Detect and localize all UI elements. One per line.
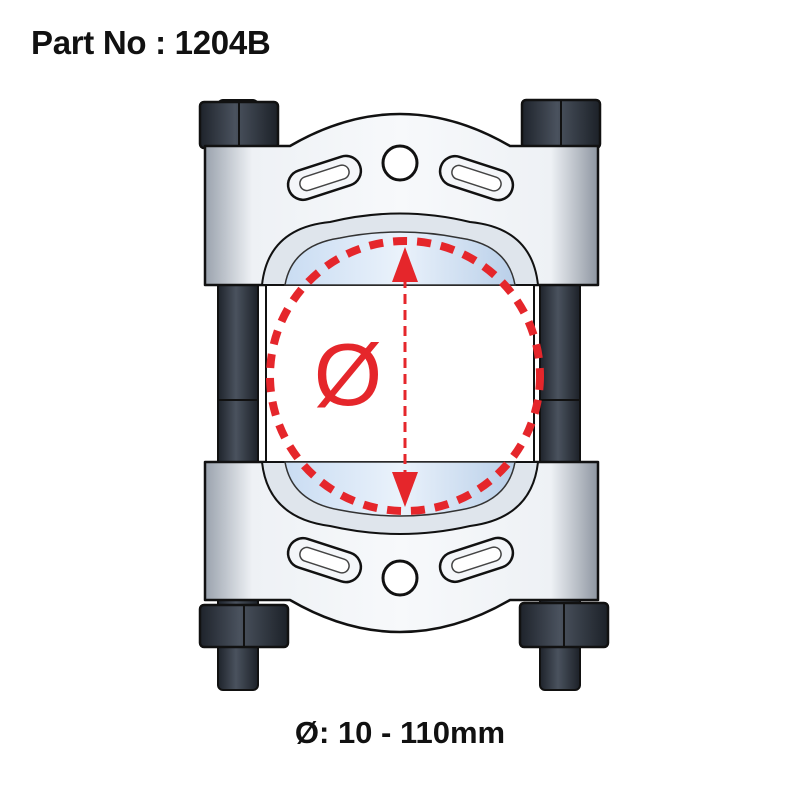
mount-slot bbox=[286, 536, 363, 584]
mount-slot bbox=[438, 154, 515, 202]
bolt-head-top-right bbox=[520, 98, 602, 150]
part-number-label: Part No : 1204B bbox=[31, 24, 271, 61]
nut-bottom-left bbox=[198, 603, 290, 649]
diameter-circle bbox=[266, 237, 544, 515]
nut-bottom-right bbox=[518, 601, 610, 649]
bolt-head-top-left bbox=[198, 100, 280, 150]
mount-slot bbox=[286, 154, 363, 202]
center-hole bbox=[381, 559, 419, 597]
diameter-arrow-icon bbox=[392, 247, 418, 507]
center-hole bbox=[381, 144, 419, 182]
diameter-symbol: Ø bbox=[314, 325, 382, 424]
mount-slot bbox=[438, 536, 515, 584]
shaft-opening bbox=[266, 286, 534, 461]
diameter-range-label: Ø: 10 - 110mm bbox=[294, 715, 506, 750]
